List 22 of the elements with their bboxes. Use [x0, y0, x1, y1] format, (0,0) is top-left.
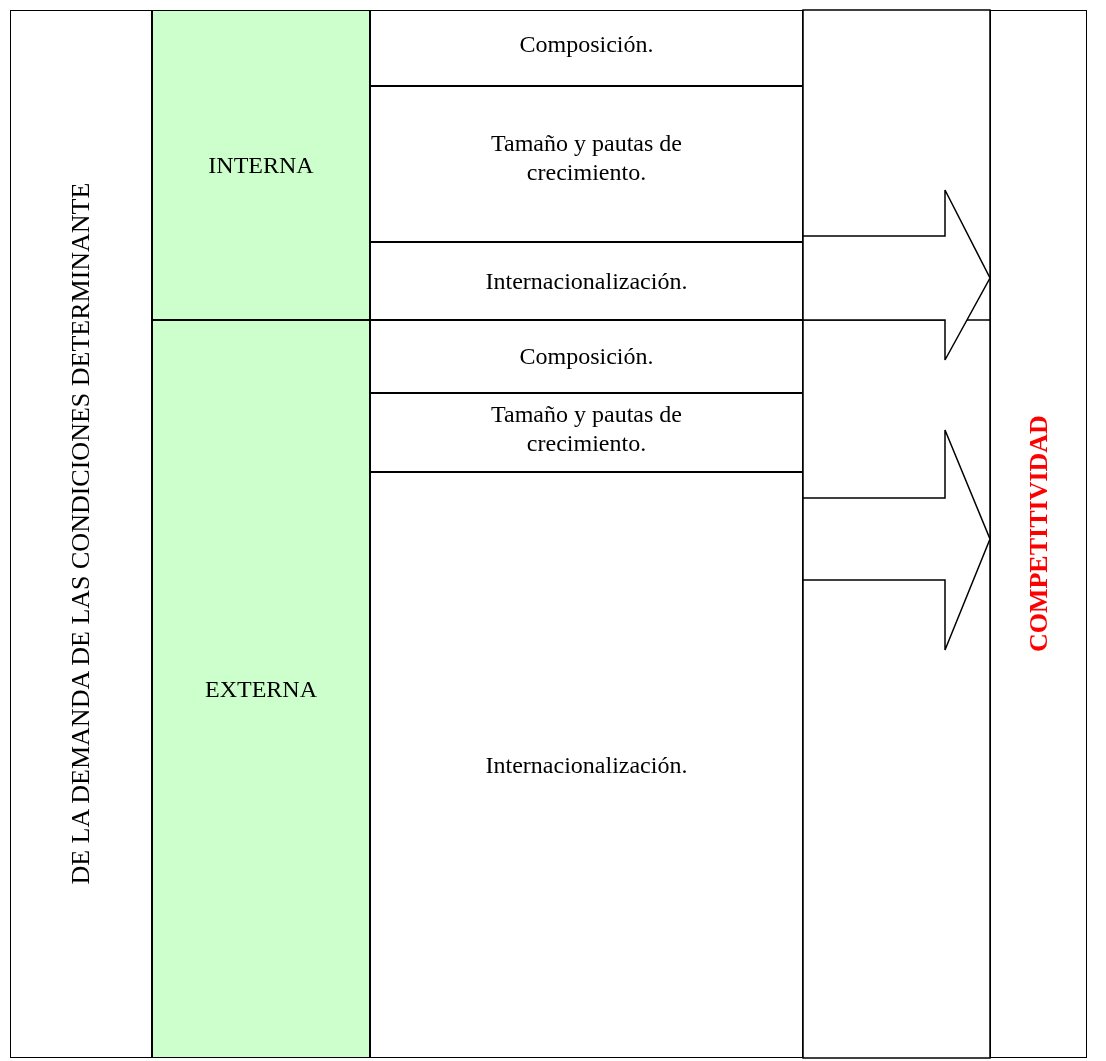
- table-cell: [370, 393, 803, 472]
- category-cell: [152, 320, 370, 1058]
- result-column: [990, 10, 1087, 1058]
- cell-text: Internacionalización.: [485, 266, 688, 296]
- cell-text: Tamaño y pautas de crecimiento.: [490, 129, 683, 187]
- category-cell: [152, 10, 370, 320]
- cell-text: EXTERNA: [205, 674, 317, 704]
- result-label: COMPETITIVIDAD: [1022, 415, 1054, 653]
- block-arrow: [802, 189, 991, 361]
- table-cell: [370, 320, 803, 393]
- cell-text: Composición.: [519, 29, 654, 59]
- cell-text: Composición.: [519, 342, 654, 371]
- table-cell: [370, 10, 803, 86]
- table-cell: [370, 242, 803, 320]
- cell-text: INTERNA: [208, 150, 314, 180]
- table-cell: [370, 472, 803, 1058]
- side-title: DE LA DEMANDA DE LAS CONDICIONES DETERMINANTE: [65, 183, 97, 885]
- table-cell: [370, 86, 803, 242]
- table-header-cell: [10, 10, 152, 1058]
- cell-text: Internacionalización.: [485, 750, 688, 780]
- cell-text: Tamaño y pautas de crecimiento.: [490, 399, 683, 458]
- block-arrow: [802, 429, 991, 651]
